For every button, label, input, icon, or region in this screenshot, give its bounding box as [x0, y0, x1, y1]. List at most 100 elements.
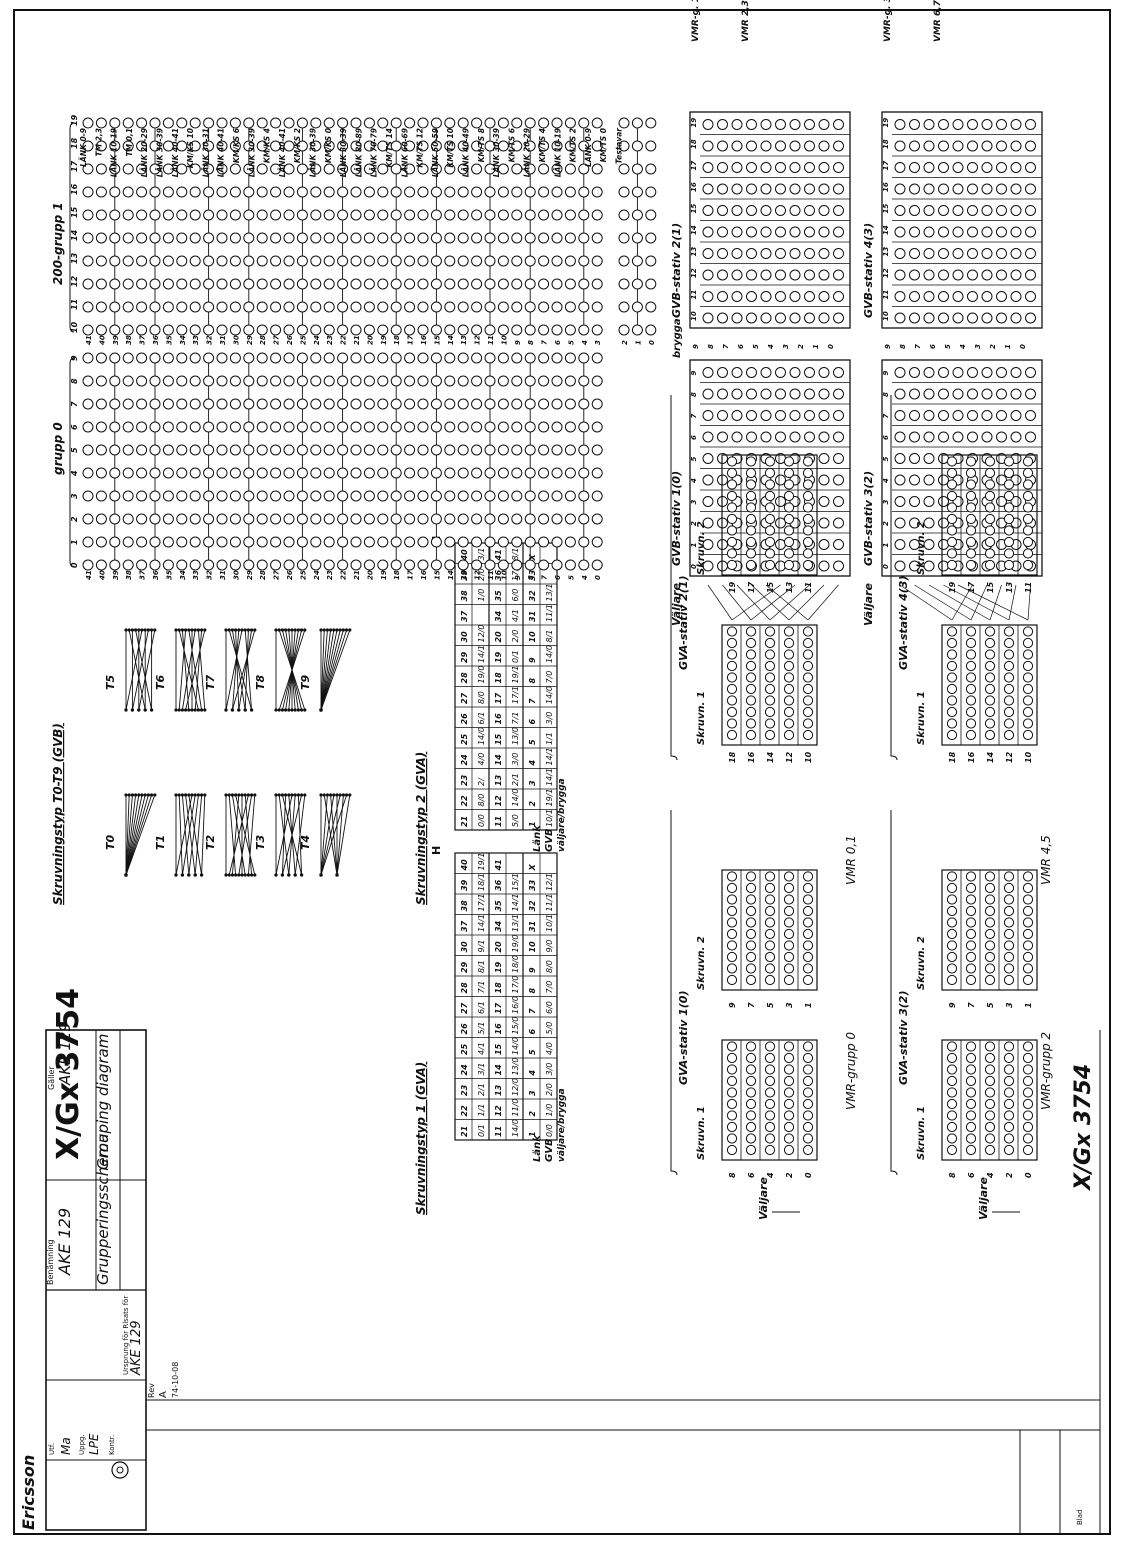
- terminal: [243, 467, 255, 479]
- table-cell: 1: [528, 1131, 537, 1137]
- gva-terminal: [802, 626, 814, 637]
- gva-terminal: [783, 513, 795, 525]
- terminal: [203, 490, 215, 502]
- terminal: [162, 444, 174, 456]
- terminal: [564, 536, 576, 548]
- gva-row-number: 7: [747, 1002, 756, 1008]
- terminal: [189, 375, 201, 387]
- terminal: [109, 490, 121, 502]
- gva-terminal: [726, 479, 738, 490]
- terminal: [323, 398, 335, 410]
- terminal: [430, 444, 442, 456]
- terminal: [444, 232, 456, 244]
- terminal: [417, 352, 429, 364]
- terminal: [122, 255, 134, 267]
- wiring-pin: [234, 793, 238, 797]
- wiring-pin: [187, 628, 191, 632]
- terminal: [203, 398, 215, 410]
- wiring-pin: [303, 708, 307, 712]
- gva-terminal: [984, 706, 996, 718]
- terminal: [484, 324, 496, 336]
- gva-terminal: [802, 1064, 814, 1075]
- gva-terminal: [783, 729, 795, 741]
- gvb-terminal: [981, 431, 993, 443]
- terminal: [538, 140, 550, 152]
- screwing-type-label: T4: [299, 835, 312, 850]
- table-cell: 28: [460, 982, 469, 994]
- gva-row-number: 4: [766, 1172, 775, 1179]
- terminal: [578, 209, 590, 221]
- grid-row-number: 39: [112, 335, 120, 345]
- gva-terminal: [802, 513, 814, 525]
- terminal: [95, 398, 107, 410]
- gva-row-number: 17: [747, 581, 756, 593]
- terminal: [538, 324, 550, 336]
- gvb-terminal: [996, 431, 1007, 443]
- terminal: [136, 140, 148, 152]
- gva-terminal: [946, 1087, 958, 1098]
- gvb-terminal: [952, 367, 964, 378]
- wiring-pin: [274, 628, 278, 632]
- gva-terminal: [745, 729, 757, 741]
- gva-terminal: [965, 1064, 977, 1075]
- terminal: [323, 375, 335, 387]
- terminal: [363, 117, 375, 129]
- terminal: [122, 467, 134, 479]
- table-cell: 7: [528, 698, 537, 704]
- terminal: [95, 140, 107, 152]
- table-cell: 14/0: [511, 789, 520, 807]
- wiring-pin: [246, 873, 250, 877]
- terminal: [323, 209, 335, 221]
- table-cell: 4/0: [545, 1042, 554, 1055]
- table-cell: 10/1: [545, 809, 554, 827]
- wiring-pin: [237, 628, 241, 632]
- terminal: [95, 513, 107, 525]
- gva-terminal: [1022, 963, 1034, 974]
- terminal: [524, 536, 536, 548]
- screw-label: Skruvn. 2: [696, 521, 707, 575]
- grid-row-number: 0: [594, 575, 602, 580]
- table-cell: 40: [460, 549, 469, 562]
- gva-terminal: [965, 456, 977, 467]
- gva-terminal: [1003, 548, 1015, 559]
- wiring-pin: [348, 628, 352, 632]
- gva-terminal: [783, 479, 795, 490]
- terminal: [484, 117, 496, 129]
- gvb-terminal: [760, 269, 772, 281]
- gva-terminal: [726, 672, 738, 683]
- terminal: [390, 186, 402, 198]
- gva-terminal: [984, 479, 996, 490]
- terminal: [471, 209, 483, 221]
- table-cell: 35: [494, 590, 503, 602]
- table-cell: 6/0: [545, 1001, 554, 1014]
- gva-terminal: [726, 1052, 738, 1064]
- gvb-terminal: [833, 248, 844, 259]
- gvb-terminal: [938, 226, 949, 238]
- table-cell: 19/1: [545, 789, 554, 807]
- fan-line: [751, 584, 790, 621]
- terminal: [109, 117, 121, 129]
- gvb-terminal: [717, 226, 728, 238]
- gva-terminal: [1022, 1075, 1034, 1087]
- gvb-terminal: [731, 312, 743, 324]
- gva-row-number: 12: [1005, 751, 1014, 763]
- terminal: [136, 352, 148, 364]
- gva-terminal: [1003, 1144, 1015, 1156]
- gva-terminal: [984, 660, 996, 672]
- gva-terminal: [984, 1144, 996, 1156]
- terminal: [511, 490, 523, 502]
- gva-terminal: [965, 649, 977, 660]
- wiring-pin: [196, 793, 200, 797]
- bridge-row-number: 6: [737, 344, 745, 349]
- bridge-row-number: 8: [707, 344, 715, 349]
- wiring-pin: [332, 628, 336, 632]
- wiring-pin: [290, 628, 294, 632]
- terminal: [296, 375, 308, 387]
- terminal: [350, 301, 362, 313]
- gva-terminal: [1022, 1064, 1034, 1075]
- gva-terminal: [1003, 513, 1015, 525]
- terminal: [350, 186, 362, 198]
- screwing-type-label: T9: [299, 674, 312, 690]
- terminal: [256, 163, 268, 175]
- terminal: [243, 444, 255, 456]
